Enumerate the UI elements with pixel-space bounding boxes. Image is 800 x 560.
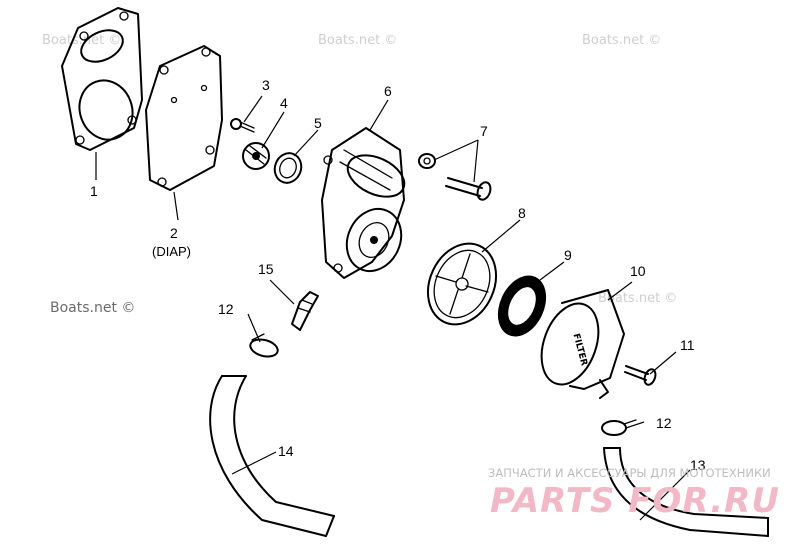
label-part-12-lower: 12 <box>656 415 672 431</box>
part-8-plate <box>426 242 498 326</box>
label-part-2-note: (DIAP) <box>152 244 191 259</box>
label-part-9: 9 <box>564 247 572 263</box>
part-7-screw-washer <box>418 153 492 201</box>
part-3-screw <box>230 118 255 133</box>
label-part-3: 3 <box>262 77 270 93</box>
label-part-13: 13 <box>690 457 706 473</box>
label-part-1: 1 <box>90 183 98 199</box>
part-4-valve <box>242 142 270 170</box>
watermark-top-left: Boats.net © <box>42 33 121 48</box>
filter-marking: FILTER <box>571 333 589 367</box>
part-12-clamp-upper <box>249 333 279 358</box>
part-9-seal <box>497 275 547 337</box>
part-10-filter: FILTER <box>540 289 625 399</box>
watermark-top-right: Boats.net © <box>582 33 661 48</box>
label-part-7: 7 <box>480 123 488 139</box>
watermark-mid-right: Boats.net © <box>598 291 677 306</box>
label-part-11: 11 <box>680 337 695 353</box>
part-1-gasket <box>61 7 143 151</box>
brand-logo-text: PARTS FOR.RU <box>490 481 780 521</box>
watermark-top-mid: Boats.net © <box>318 33 397 48</box>
label-part-8: 8 <box>518 205 526 221</box>
label-part-14: 14 <box>278 443 294 459</box>
brand-tagline: ЗАПЧАСТИ И АКСЕССУАРЫ ДЛЯ МОТОТЕХНИКИ <box>488 466 771 480</box>
part-13-hose <box>603 447 769 537</box>
part-5-o-ring <box>273 152 303 184</box>
watermark-mid-left: Boats.net © <box>50 300 135 316</box>
label-part-2: 2 <box>170 225 178 241</box>
part-2-diaphragm <box>145 45 223 191</box>
label-part-15: 15 <box>258 261 274 277</box>
part-15-fitting <box>291 291 319 331</box>
label-part-6: 6 <box>384 83 392 99</box>
label-part-5: 5 <box>314 115 322 131</box>
part-11-screw <box>624 365 657 386</box>
label-part-4: 4 <box>280 95 288 111</box>
part-12-clamp-lower <box>601 419 637 436</box>
part-14-hose <box>209 375 335 537</box>
label-part-10: 10 <box>630 263 646 279</box>
leader-lines <box>95 95 691 521</box>
label-part-12-upper: 12 <box>218 301 234 317</box>
part-6-pump-body <box>321 127 406 279</box>
